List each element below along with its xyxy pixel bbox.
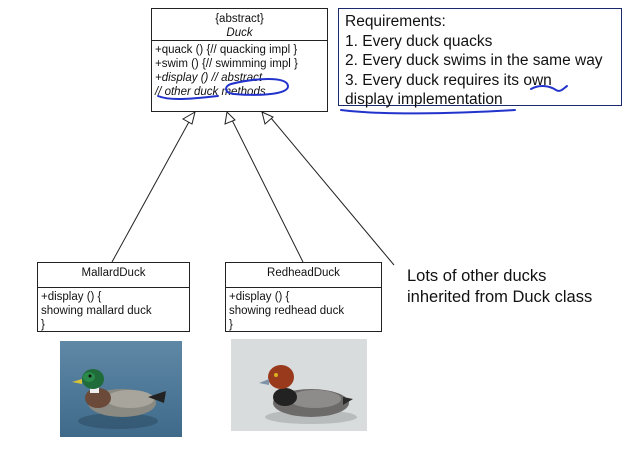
mallard-inheritance-line: [111, 119, 191, 263]
mallard-line-3: }: [41, 319, 45, 331]
own-underline-annotation: [530, 85, 568, 92]
abstract-circle-annotation: [225, 78, 289, 96]
duck-class-name: Duck: [226, 27, 253, 39]
redhead-line-2: showing redhead duck: [229, 305, 345, 317]
redhead-inheritance-line: [231, 119, 304, 263]
redhead-duck-photo: [231, 339, 367, 431]
redhead-duck-class-box: RedheadDuck +display () { showing redhea…: [225, 262, 382, 332]
mallard-line-2: showing mallard duck: [41, 305, 152, 317]
mallard-duck-class-box: MallardDuck +display () { showing mallar…: [37, 262, 190, 332]
inheritance-arrows: [111, 110, 395, 266]
duck-class-members: +quack () {// quacking impl } +swim () {…: [152, 41, 327, 101]
redhead-duck-members: +display () { showing redhead duck }: [226, 288, 381, 334]
requirement-3: 3. Every duck requires its own: [345, 71, 552, 89]
other-ducks-inheritance-arrowhead: [261, 111, 274, 125]
display-underline-annotation: [157, 95, 219, 100]
redhead-inheritance-arrowhead: [224, 110, 236, 125]
other-ducks-line-1: Lots of other ducks: [407, 267, 547, 285]
mallard-line-1: +display () {: [41, 291, 102, 303]
requirement-3-continued: display implementation: [345, 91, 503, 108]
redhead-line-3: }: [229, 319, 233, 331]
duck-member-swim: +swim () {// swimming impl }: [155, 58, 298, 70]
handwritten-annotations: [157, 78, 568, 115]
mallard-duck-members: +display () { showing mallard duck }: [38, 288, 189, 334]
requirement-1: 1. Every duck quacks: [345, 32, 493, 50]
mallard-duck-photo: [60, 341, 182, 437]
duck-member-quack: +quack () {// quacking impl }: [155, 44, 298, 56]
requirements-title: Requirements:: [345, 13, 446, 30]
redhead-line-1: +display () {: [229, 291, 290, 303]
mallard-inheritance-arrowhead: [181, 110, 196, 125]
other-ducks-inheritance-line: [270, 117, 395, 266]
duck-class-header: {abstract} Duck: [152, 9, 327, 41]
redhead-duck-class-name: RedheadDuck: [226, 263, 381, 288]
other-ducks-line-2: inherited from Duck class: [407, 288, 593, 306]
duck-member-display: +display () // abstract: [155, 72, 263, 84]
other-ducks-note: Lots of other ducks inherited from Duck …: [407, 266, 592, 308]
requirement-2: 2. Every duck swims in the same way: [345, 52, 603, 69]
mallard-duck-class-name: MallardDuck: [38, 263, 189, 288]
duck-class-box: {abstract} Duck +quack () {// quacking i…: [151, 8, 328, 112]
requirements-box: Requirements: 1. Every duck quacks 2. Ev…: [338, 8, 622, 108]
display-implementation-underline-annotation: [340, 109, 516, 115]
duck-class-stereotype: {abstract}: [215, 13, 264, 25]
